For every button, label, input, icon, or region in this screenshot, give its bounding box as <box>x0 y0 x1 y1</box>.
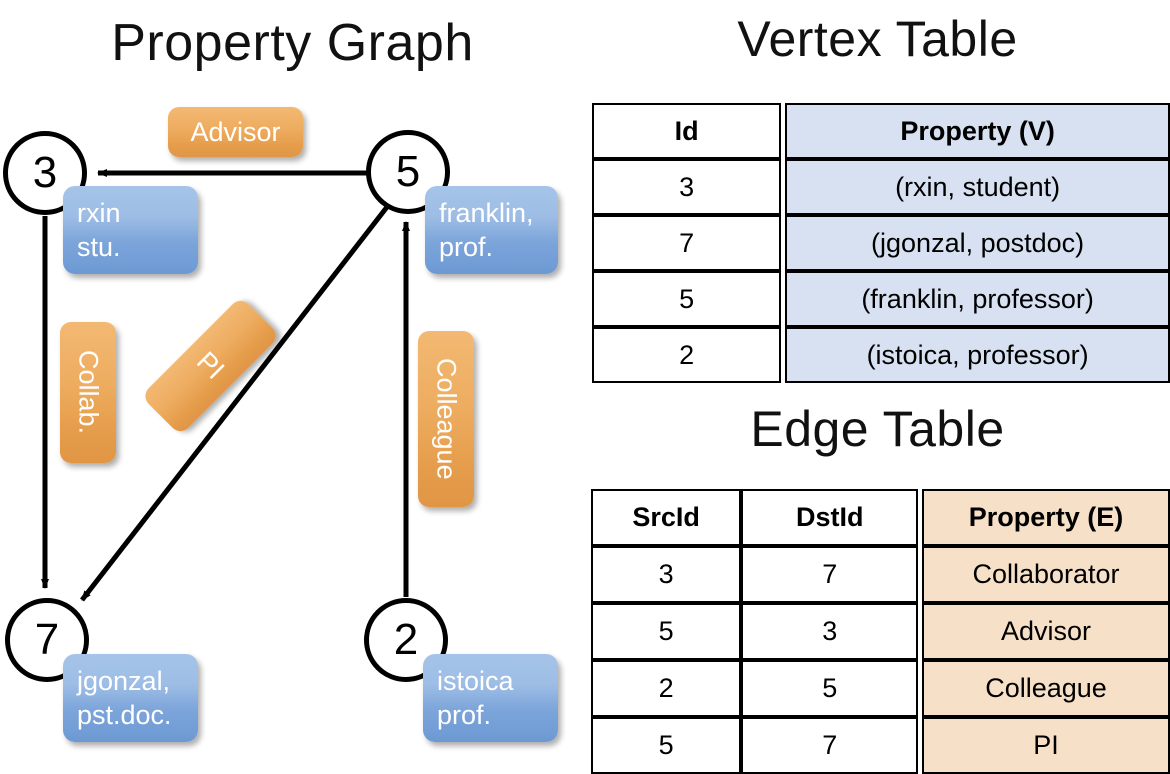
table-row: 3 7 Collaborator <box>591 546 1170 603</box>
edge-cell-srcid: 5 <box>591 717 742 774</box>
edge-cell-property: Colleague <box>922 660 1170 717</box>
edge-cell-dstid: 7 <box>741 546 919 603</box>
table-row: 7 (jgonzal, postdoc) <box>592 215 1170 271</box>
edge-cell-srcid: 2 <box>591 660 742 717</box>
vertex-cell-id: 3 <box>592 159 782 215</box>
edge-header-dstid: DstId <box>741 489 919 546</box>
edge-table: SrcId DstId Property (E) 3 7 Collaborato… <box>591 489 1170 774</box>
node-property-line: prof. <box>439 232 494 262</box>
edge-cell-srcid: 5 <box>591 603 742 660</box>
table-header-row: SrcId DstId Property (E) <box>591 489 1170 546</box>
edge-table-title: Edge Table <box>750 401 1005 457</box>
vertex-table-title: Vertex Table <box>737 11 1018 67</box>
table-header-row: Id Property (V) <box>592 103 1170 159</box>
edge-cell-dstid: 3 <box>741 603 919 660</box>
vertex-cell-property: (istoica, professor) <box>785 327 1170 383</box>
node-property-line: istoica <box>437 666 514 696</box>
table-row: 5 7 PI <box>591 717 1170 774</box>
edge-header-srcid: SrcId <box>591 489 742 546</box>
graph-edges-svg <box>41 169 410 602</box>
table-row: 2 (istoica, professor) <box>592 327 1170 383</box>
edge-cell-srcid: 3 <box>591 546 742 603</box>
edge-5-to-7 <box>80 205 389 602</box>
vertex-cell-id: 7 <box>592 215 782 271</box>
property-graph-panel: Property Graph 3 5 7 2 rxin stu. frankli… <box>0 0 585 760</box>
edge-label-text: Collab. <box>73 350 104 435</box>
node-property-line: franklin, <box>439 198 534 228</box>
edge-label-text: PI <box>191 346 231 386</box>
vertex-header-property: Property (V) <box>785 103 1170 159</box>
table-row: 5 (franklin, professor) <box>592 271 1170 327</box>
edge-label-collab: Collab. <box>60 322 116 463</box>
edge-cell-dstid: 7 <box>741 717 919 774</box>
edge-label-text: Advisor <box>190 116 281 147</box>
vertex-cell-property: (franklin, professor) <box>785 271 1170 327</box>
vertex-table: Id Property (V) 3 (rxin, student) 7 (jgo… <box>592 103 1170 383</box>
property-graph-title: Property Graph <box>111 14 474 72</box>
vertex-cell-property: (rxin, student) <box>785 159 1170 215</box>
node-property-line: pst.doc. <box>77 700 172 730</box>
node-property-box-3: rxin stu. <box>63 186 198 274</box>
node-property-box-5: franklin, prof. <box>425 186 558 274</box>
node-property-box-2: istoica prof. <box>423 654 558 742</box>
node-circle-2[interactable]: 2 <box>364 598 448 682</box>
edge-label-colleague: Colleague <box>418 331 474 507</box>
vertex-cell-id: 2 <box>592 327 782 383</box>
edge-header-property: Property (E) <box>922 489 1170 546</box>
edge-cell-property: Advisor <box>922 603 1170 660</box>
node-property-line: stu. <box>77 232 121 262</box>
table-row: 2 5 Colleague <box>591 660 1170 717</box>
edge-cell-property: PI <box>922 717 1170 774</box>
table-row: 5 3 Advisor <box>591 603 1170 660</box>
vertex-cell-id: 5 <box>592 271 782 327</box>
node-circle-5[interactable]: 5 <box>366 130 450 214</box>
vertex-cell-property: (jgonzal, postdoc) <box>785 215 1170 271</box>
edge-cell-dstid: 5 <box>741 660 919 717</box>
table-row: 3 (rxin, student) <box>592 159 1170 215</box>
edge-label-advisor: Advisor <box>168 107 303 157</box>
node-property-line: jgonzal, <box>77 666 171 696</box>
node-property-box-7: jgonzal, pst.doc. <box>63 654 198 742</box>
vertex-header-id: Id <box>592 103 782 159</box>
edge-cell-property: Collaborator <box>922 546 1170 603</box>
edge-label-text: Colleague <box>431 358 462 480</box>
node-property-line: rxin <box>77 198 121 228</box>
node-property-line: prof. <box>437 700 492 730</box>
